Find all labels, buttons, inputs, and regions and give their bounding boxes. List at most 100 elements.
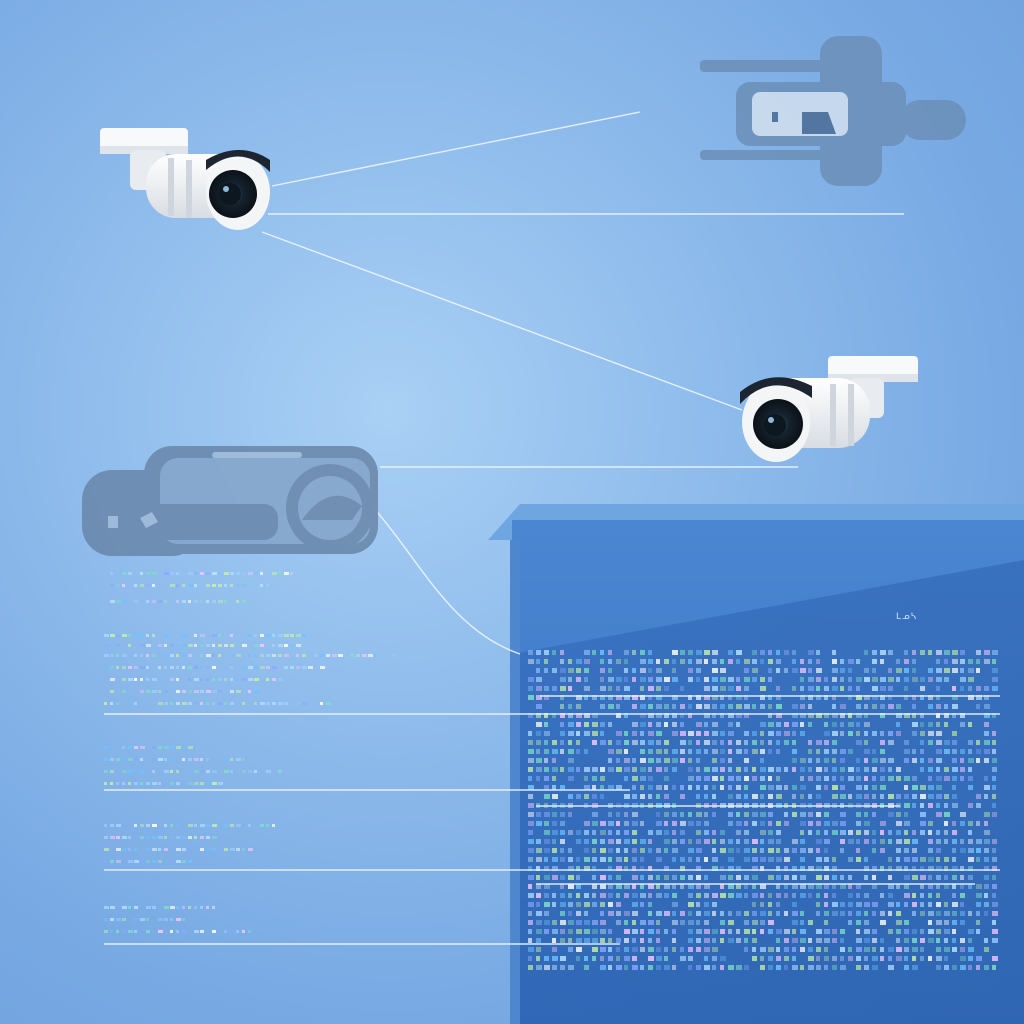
- grid-cell: [992, 731, 996, 736]
- grid-cell: [784, 767, 788, 772]
- grid-cell: [944, 713, 949, 718]
- grid-cell: [568, 740, 572, 745]
- grid-cell: [944, 776, 950, 781]
- grid-cell: [792, 929, 796, 934]
- text-mark: [296, 666, 300, 669]
- grid-cell: [976, 884, 982, 889]
- grid-cell: [664, 794, 669, 799]
- grid-cell: [552, 947, 557, 952]
- grid-cell: [648, 650, 652, 655]
- grid-cell: [528, 839, 534, 844]
- grid-cell: [552, 686, 557, 691]
- grid-cell: [792, 740, 796, 745]
- grid-cell: [880, 650, 886, 655]
- grid-cell: [712, 830, 716, 835]
- grid-cell: [728, 866, 734, 871]
- grid-cell: [624, 848, 628, 853]
- grid-cell: [848, 695, 852, 700]
- grid-cell: [704, 731, 709, 736]
- grid-cell: [840, 776, 844, 781]
- grid-cell: [704, 911, 710, 916]
- text-mark: [176, 666, 179, 669]
- grid-cell: [640, 821, 644, 826]
- grid-cell: [720, 848, 726, 853]
- grid-cell: [736, 875, 741, 880]
- grid-cell: [840, 947, 845, 952]
- grid-cell: [864, 668, 869, 673]
- grid-cell: [616, 731, 622, 736]
- grid-cell: [568, 857, 573, 862]
- grid-cell: [800, 839, 805, 844]
- grid-cell: [960, 956, 966, 961]
- grid-cell: [952, 866, 958, 871]
- text-mark: [254, 572, 258, 575]
- grid-cell: [544, 929, 549, 934]
- grid-cell: [632, 821, 638, 826]
- text-mark: [236, 758, 241, 761]
- grid-cell: [568, 848, 572, 853]
- grid-cell: [544, 893, 549, 898]
- grid-cell: [808, 713, 814, 718]
- grid-cell: [680, 884, 684, 889]
- grid-cell: [560, 668, 566, 673]
- grid-cell: [936, 965, 941, 970]
- grid-cell: [536, 659, 540, 664]
- text-mark: [260, 666, 265, 669]
- grid-cell: [816, 812, 821, 817]
- grid-cell: [856, 785, 862, 790]
- grid-cell: [712, 857, 718, 862]
- grid-cell: [768, 911, 772, 916]
- grid-cell: [672, 758, 678, 763]
- grid-cell: [728, 884, 734, 889]
- grid-cell: [624, 812, 628, 817]
- grid-cell: [848, 776, 854, 781]
- grid-cell: [624, 767, 630, 772]
- text-mark: [188, 906, 191, 909]
- grid-cell: [752, 902, 756, 907]
- grid-cell: [720, 731, 725, 736]
- text-mark: [242, 678, 247, 681]
- grid-cell: [624, 776, 628, 781]
- grid-cell: [640, 893, 646, 898]
- grid-cell: [712, 956, 717, 961]
- grid-cell: [648, 677, 653, 682]
- text-mark: [230, 770, 233, 773]
- grid-cell: [752, 776, 757, 781]
- text-mark: [224, 584, 227, 587]
- grid-cell: [800, 758, 806, 763]
- grid-cell: [888, 704, 894, 709]
- grid-cell: [712, 866, 718, 871]
- grid-cell: [848, 794, 852, 799]
- grid-cell: [536, 956, 540, 961]
- grid-cell: [712, 659, 717, 664]
- grid-cell: [688, 839, 692, 844]
- grid-cell: [648, 947, 654, 952]
- grid-cell: [704, 776, 710, 781]
- text-mark: [170, 678, 174, 681]
- grid-cell: [944, 920, 949, 925]
- grid-cell: [816, 659, 820, 664]
- grid-cell: [720, 938, 724, 943]
- text-mark: [242, 758, 245, 761]
- grid-cell: [936, 650, 942, 655]
- grid-cell: [984, 659, 990, 664]
- grid-cell: [616, 893, 620, 898]
- grid-cell: [944, 956, 948, 961]
- grid-cell: [640, 758, 646, 763]
- grid-cell: [952, 875, 957, 880]
- text-mark: [194, 572, 198, 575]
- grid-cell: [920, 812, 926, 817]
- text-mark: [272, 678, 276, 681]
- grid-cell: [760, 956, 764, 961]
- text-mark: [146, 930, 150, 933]
- grid-cell: [840, 839, 845, 844]
- grid-cell: [944, 830, 948, 835]
- grid-cell: [784, 866, 788, 871]
- grid-cell: [912, 695, 916, 700]
- grid-cell: [536, 731, 541, 736]
- grid-cell: [712, 785, 716, 790]
- grid-cell: [864, 866, 869, 871]
- grid-cell: [872, 830, 876, 835]
- grid-cell: [528, 821, 534, 826]
- grid-cell: [672, 857, 676, 862]
